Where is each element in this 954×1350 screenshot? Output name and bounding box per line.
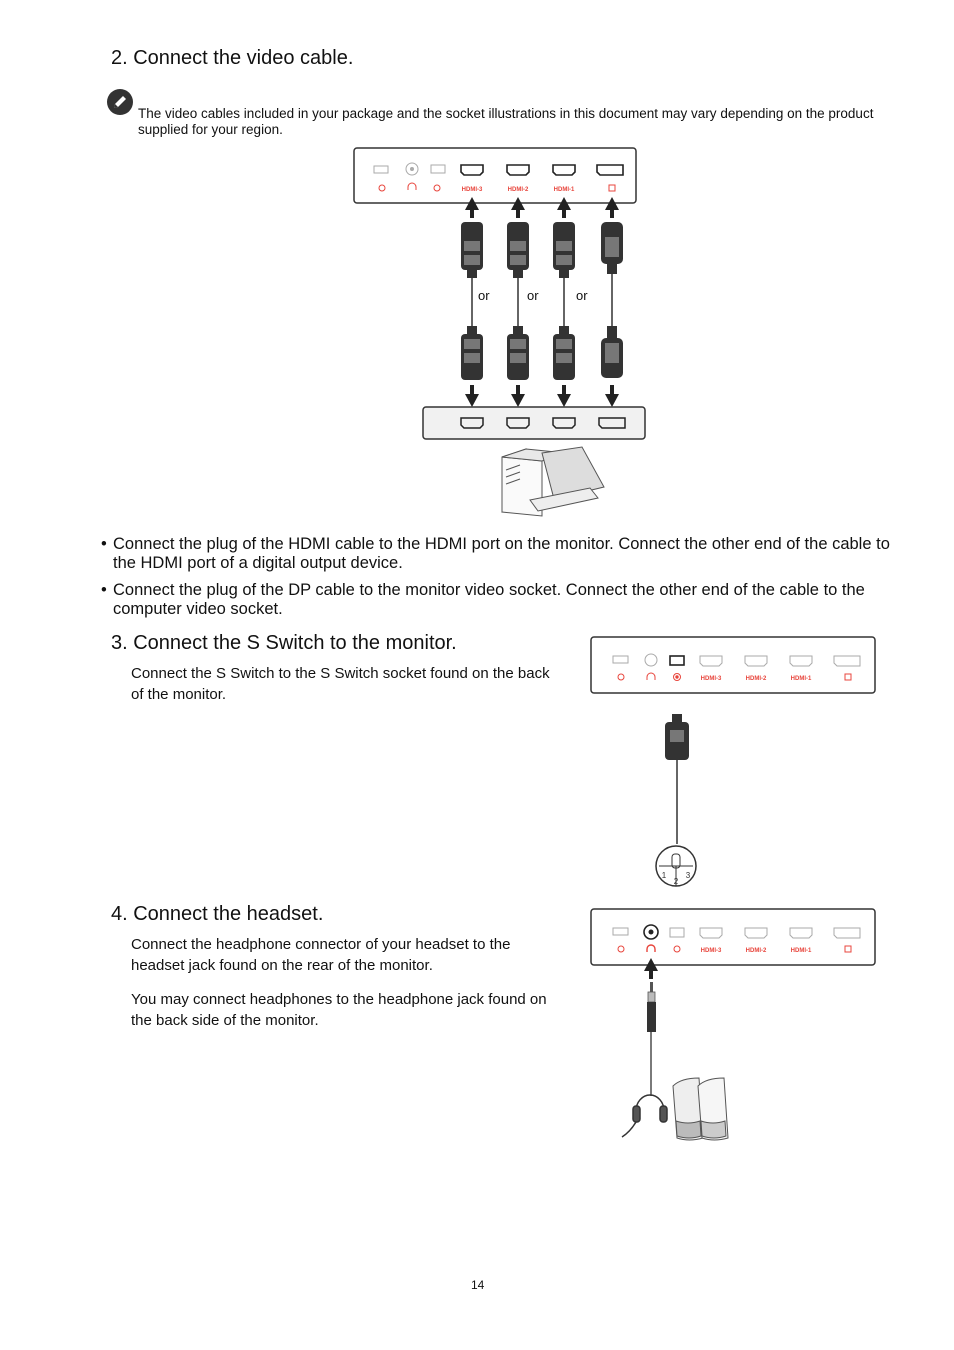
bullet-hdmi: • Connect the plug of the HDMI cable to …	[101, 535, 890, 572]
section-4-text-1: Connect the headphone connector of your …	[131, 936, 511, 974]
section-3-heading: 3. Connect the S Switch to the monitor.	[111, 632, 457, 654]
section-3-text: Connect the S Switch to the S Switch soc…	[131, 665, 550, 703]
bullet-dp: • Connect the plug of the DP cable to th…	[101, 581, 891, 619]
svg-text:2: 2	[674, 877, 679, 886]
svg-text:HDMI-3: HDMI-3	[701, 948, 722, 954]
s-switch-puck: 1 2 3	[655, 845, 697, 887]
or-label: or	[478, 288, 490, 303]
section-4-heading: 4. Connect the headset.	[111, 903, 324, 925]
page-number: 14	[471, 1278, 485, 1292]
upper-plugs	[461, 222, 623, 278]
section-2-heading: 2. Connect the video cable.	[111, 47, 354, 69]
svg-text:HDMI-2: HDMI-2	[746, 948, 767, 954]
svg-text:HDMI-3: HDMI-3	[701, 676, 722, 682]
svg-text:HDMI-2: HDMI-2	[746, 676, 767, 682]
or-label: or	[527, 288, 539, 303]
computer-illustration	[501, 446, 605, 517]
or-label: or	[576, 288, 588, 303]
headset-illustration	[621, 1094, 668, 1138]
source-port-panel	[422, 406, 646, 440]
svg-text:3: 3	[686, 871, 691, 880]
monitor-port-panel: HDMI-3 HDMI-2 HDMI-1	[353, 147, 637, 204]
svg-text:HDMI-3: HDMI-3	[462, 187, 483, 193]
bullet-dp-text: Connect the plug of the DP cable to the …	[113, 581, 865, 618]
svg-text:HDMI-2: HDMI-2	[508, 187, 529, 193]
note-text: The video cables included in your packag…	[138, 106, 874, 137]
svg-text:HDMI-1: HDMI-1	[554, 187, 575, 193]
svg-text:HDMI-1: HDMI-1	[791, 676, 812, 682]
lower-plugs	[461, 326, 623, 380]
bullet-hdmi-text: Connect the plug of the HDMI cable to th…	[113, 535, 890, 572]
video-cable-diagram: HDMI-3 HDMI-2 HDMI-1	[353, 147, 646, 517]
svg-text:1: 1	[662, 871, 667, 880]
svg-text:HDMI-1: HDMI-1	[791, 948, 812, 954]
pencil-note-icon	[107, 89, 133, 115]
s-switch-diagram: HDMI-3 HDMI-2 HDMI-1 1 2 3	[590, 636, 876, 887]
section-4-text-2: You may connect headphones to the headph…	[131, 991, 547, 1029]
speakers-illustration	[672, 1077, 729, 1141]
headset-diagram: HDMI-3 HDMI-2 HDMI-1	[590, 908, 876, 1141]
